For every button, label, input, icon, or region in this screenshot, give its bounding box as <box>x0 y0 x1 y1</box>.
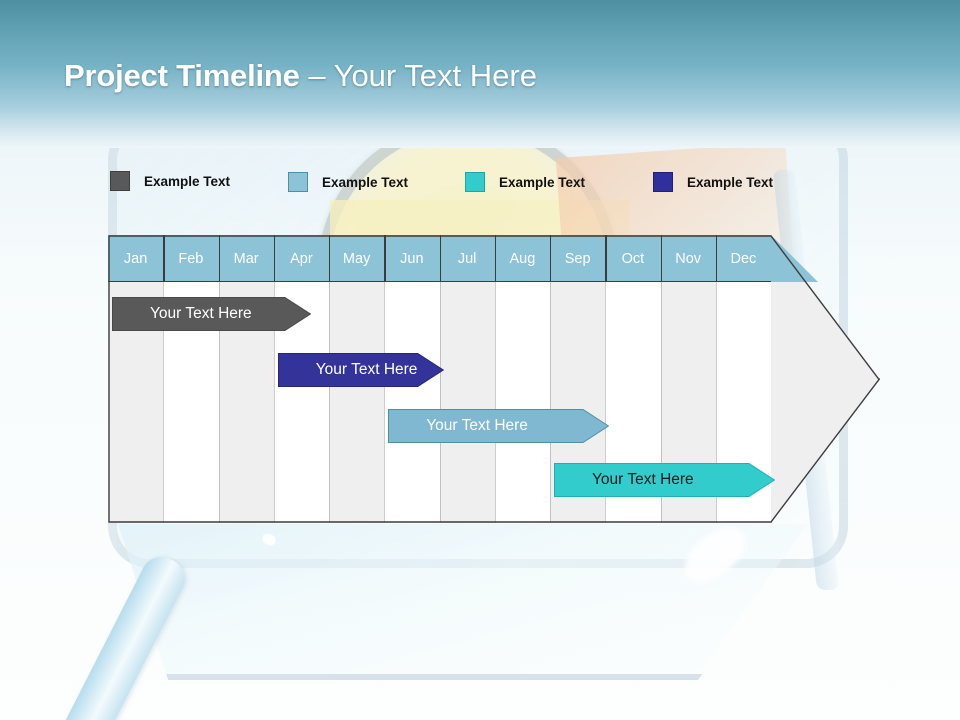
month-header-divider <box>715 235 718 282</box>
task-bar-label: Your Text Here <box>315 361 418 378</box>
legend-label: Example Text <box>499 174 586 190</box>
month-header-oct[interactable]: Oct <box>621 250 645 267</box>
background-header-band <box>0 0 960 148</box>
month-header-divider <box>329 235 331 282</box>
legend-label: Example Text <box>322 174 409 190</box>
month-header-aug[interactable]: Aug <box>509 250 536 267</box>
task-bar-2[interactable]: Your Text Here <box>277 353 444 387</box>
task-bar-1[interactable]: Your Text Here <box>112 297 311 331</box>
month-header-divider <box>660 235 662 282</box>
month-header-may[interactable]: May <box>342 250 371 267</box>
legend-swatch-icon <box>110 171 130 191</box>
month-header-mar[interactable]: Mar <box>233 250 259 267</box>
legend-swatch-icon <box>288 172 308 192</box>
month-header-sep[interactable]: Sep <box>564 250 591 267</box>
month-header-divider <box>439 235 441 282</box>
page-title-rest: – Your Text Here <box>299 58 537 93</box>
legend-swatch-icon <box>465 172 485 192</box>
legend-label: Example Text <box>687 174 774 190</box>
legend-item-2[interactable]: Example Text <box>288 172 408 192</box>
month-header-apr[interactable]: Apr <box>290 250 313 267</box>
legend-label: Example Text <box>144 173 231 189</box>
month-header-divider <box>605 235 607 282</box>
month-header-jul[interactable]: Jul <box>457 250 477 267</box>
month-header-divider <box>273 235 276 282</box>
legend-item-4[interactable]: Example Text <box>653 172 773 192</box>
month-header-nov[interactable]: Nov <box>675 250 702 267</box>
task-bar-3[interactable]: Your Text Here <box>388 409 610 443</box>
legend-swatch-icon <box>653 172 673 192</box>
month-header-jan[interactable]: Jan <box>123 250 148 267</box>
magnifier-glass-edge <box>120 528 808 680</box>
task-bar-label: Your Text Here <box>426 417 528 434</box>
page-title: Project Timeline – Your Text Here <box>64 58 537 94</box>
legend-item-1[interactable]: Example Text <box>110 171 230 191</box>
legend-item-3[interactable]: Example Text <box>465 172 585 192</box>
month-header-baseline <box>108 281 771 283</box>
month-header-dec[interactable]: Dec <box>730 250 757 267</box>
month-header-divider <box>163 235 165 282</box>
task-bar-label: Your Text Here <box>592 471 694 488</box>
month-header-feb[interactable]: Feb <box>178 250 204 267</box>
month-header-jun[interactable]: Jun <box>400 250 424 267</box>
month-header-divider <box>384 235 386 282</box>
gantt-chart: Jan Feb Mar Apr May Jun Jul Aug Sep Oct Nov Dec You… <box>108 235 880 525</box>
page-title-bold: Project Timeline <box>64 58 300 93</box>
task-bar-4[interactable]: Your Text Here <box>554 463 775 497</box>
task-bar-label: Your Text Here <box>150 305 252 322</box>
month-header-divider <box>218 235 220 282</box>
month-header-wedge <box>771 235 818 282</box>
month-header-divider <box>494 235 497 282</box>
month-header-divider <box>550 235 552 282</box>
